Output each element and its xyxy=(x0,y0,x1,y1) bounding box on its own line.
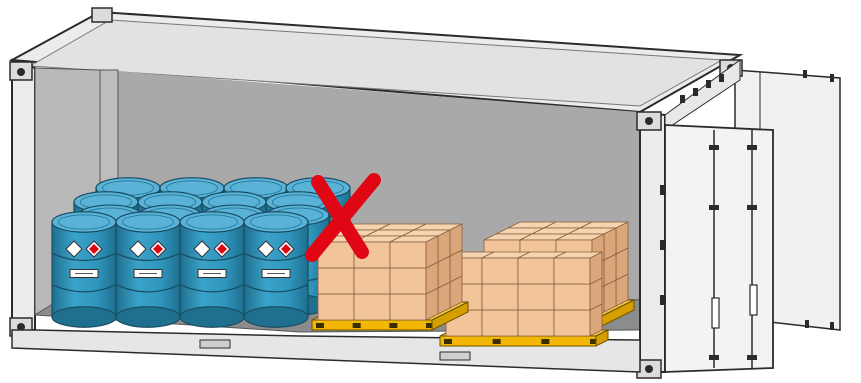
drum-stack xyxy=(52,178,350,327)
container-left-wall xyxy=(10,60,35,336)
cardboard-box xyxy=(390,236,438,268)
drum xyxy=(52,212,116,327)
corner-casting-icon xyxy=(645,365,653,373)
drum xyxy=(244,212,308,327)
drum xyxy=(180,212,244,327)
pallet xyxy=(440,252,608,346)
pallet xyxy=(312,224,468,330)
open-door-near xyxy=(660,125,773,372)
drum xyxy=(116,212,180,327)
corner-casting-icon xyxy=(17,68,25,76)
cardboard-box xyxy=(554,252,602,284)
corner-casting-icon xyxy=(645,117,653,125)
